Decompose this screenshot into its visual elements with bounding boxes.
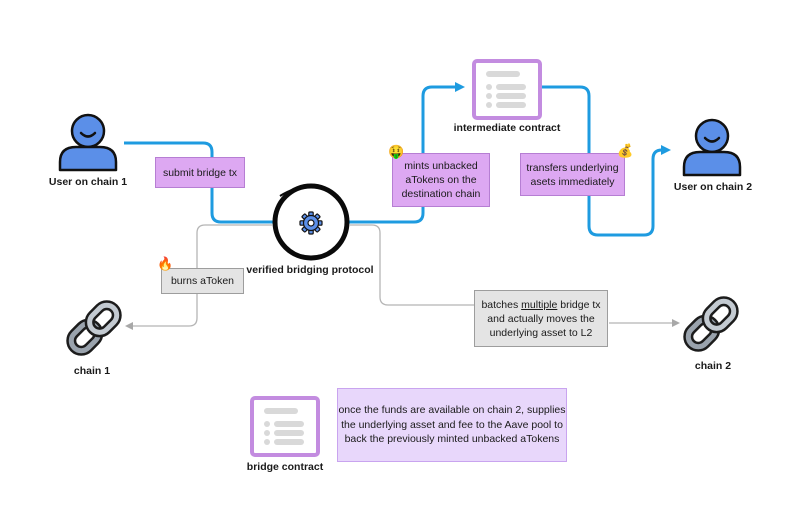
fire-icon: 🔥 <box>157 256 174 271</box>
step-burns-text: burns aToken <box>170 275 235 287</box>
user-chain2-label: User on chain 2 <box>673 181 753 193</box>
step-submit-bridge-tx: submit bridge tx <box>155 157 245 188</box>
step-text-line: the underlying asset and fee to the Aave… <box>341 418 563 431</box>
step-text-line: aTokens on the <box>405 174 477 186</box>
bridge-contract-label: bridge contract <box>246 461 324 473</box>
person-icon <box>58 113 118 172</box>
flow-protocol-to-chain2 <box>350 224 678 323</box>
step-text-line: underlying asset to L2 <box>489 326 593 339</box>
flow-intermediate-to-user2 <box>541 85 671 237</box>
document-icon <box>250 396 320 457</box>
step-text-line: and actually moves the <box>487 312 595 325</box>
step-text-line: destination chain <box>401 188 481 200</box>
step-once-funds: once the funds are available on chain 2,… <box>337 388 567 462</box>
document-icon <box>472 59 542 120</box>
chain-link-icon <box>66 300 122 356</box>
step-mints-unbacked: mints unbacked aTokens on the destinatio… <box>392 153 490 207</box>
underlined-text: multiple <box>521 298 558 311</box>
chain2-label: chain 2 <box>694 360 732 372</box>
protocol-label: verified bridging protocol <box>246 264 374 276</box>
chain1-label: chain 1 <box>73 365 111 377</box>
step-text-line: once the funds are available on chain 2,… <box>338 404 566 417</box>
step-text-line: back the previously minted unbacked aTok… <box>344 433 560 446</box>
step-text-line: transfers underlying <box>526 161 619 174</box>
gear-icon <box>299 211 323 235</box>
step-submit-text: submit bridge tx <box>162 166 238 179</box>
step-transfers-underlying: transfers underlying asets immediately <box>520 153 625 196</box>
person-icon <box>682 118 742 177</box>
step-batches: batches multiple bridge tx and actually … <box>474 290 608 347</box>
money-bag-icon: 💰 <box>617 143 634 158</box>
step-burns-atoken: burns aToken <box>161 268 244 294</box>
text-fragment: batches <box>481 298 522 311</box>
money-face-icon: 🤑 <box>388 144 405 159</box>
intermediate-contract-label: intermediate contract <box>453 122 561 134</box>
chain-link-icon <box>683 296 739 352</box>
text-fragment: bridge tx <box>557 298 601 311</box>
user-chain1-label: User on chain 1 <box>48 176 128 188</box>
step-text-line: asets immediately <box>530 175 615 188</box>
step-text-line: mints unbacked <box>404 160 478 172</box>
step-text-line: batches multiple bridge tx <box>481 298 600 312</box>
